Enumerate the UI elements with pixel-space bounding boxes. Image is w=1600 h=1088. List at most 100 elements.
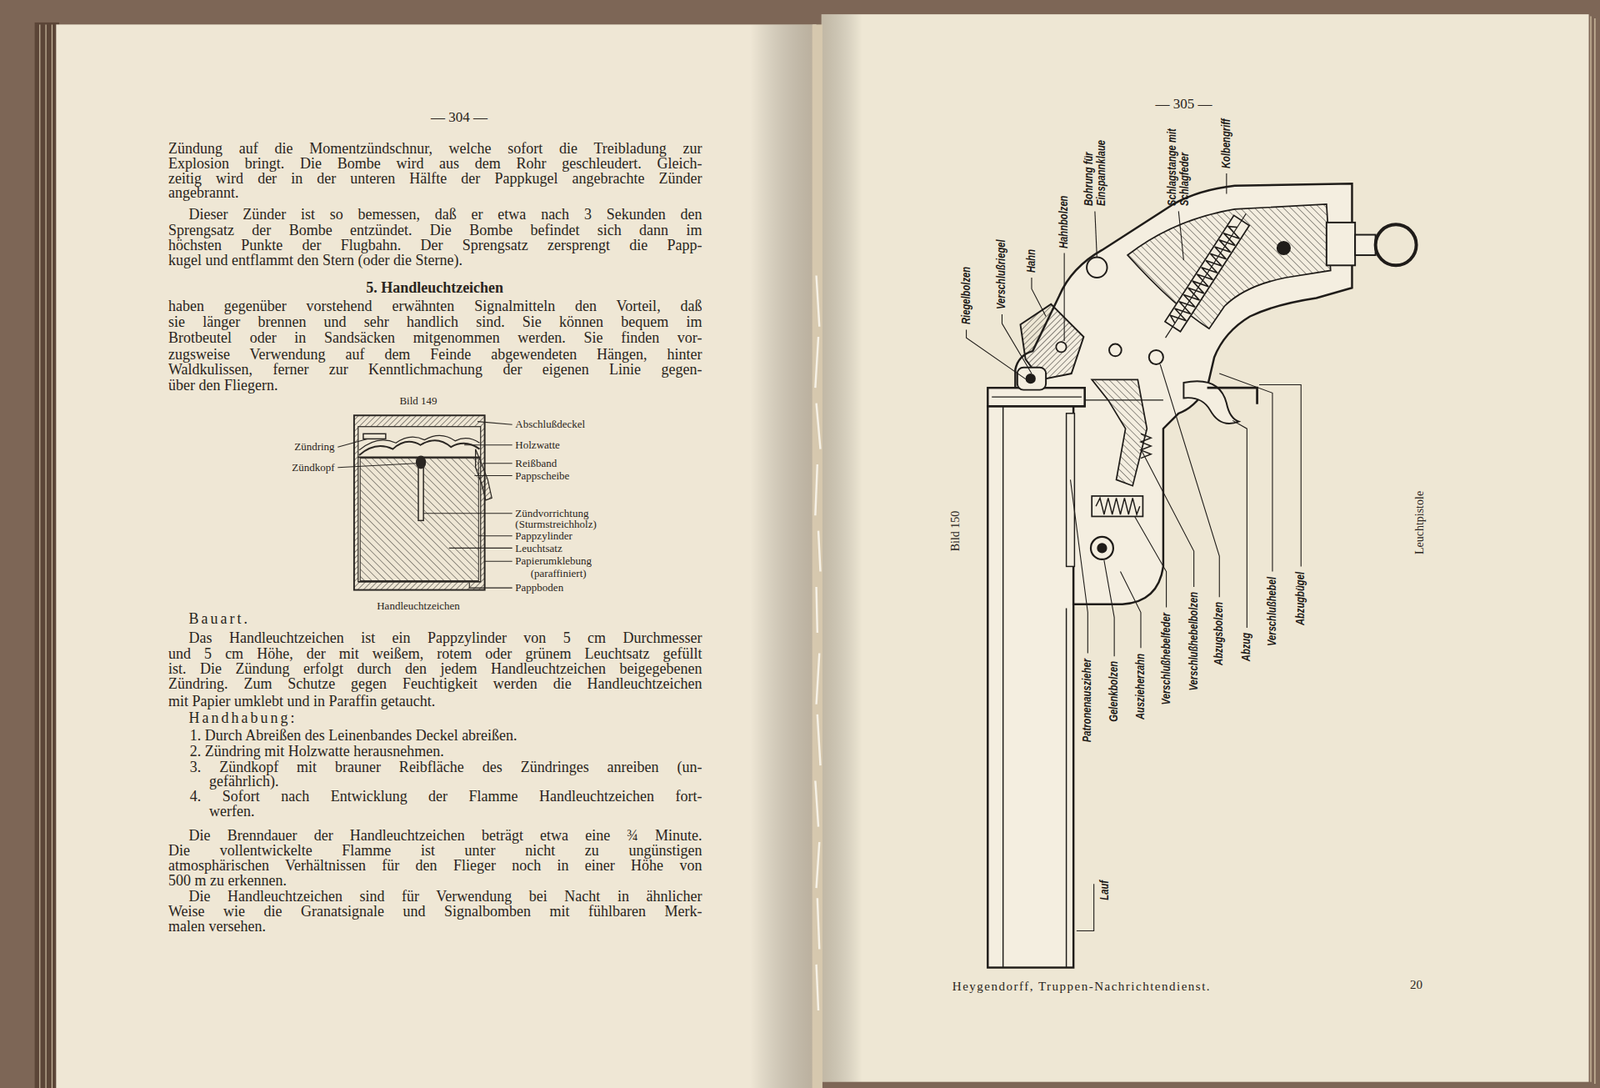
match-stick [418,460,424,520]
trigger-pin [1149,350,1164,365]
leader-line [423,512,513,514]
mainspring [1157,208,1254,343]
right-page [821,14,1590,1082]
body-line: Explosion bringt. Die Bombe wird aus dem… [168,154,702,173]
body-line: Das Handleuchtzeichen ist ein Pappzylind… [189,628,703,647]
list-item: 2. Zündring mit Holzwatte herausnehmen. [190,741,703,760]
leader-line [1135,515,1167,607]
subheading: Bauart. [189,610,250,628]
leader-line [449,547,513,549]
leader-line [1259,385,1301,567]
part-label: Pappscheibe [515,469,570,482]
figure-caption: Handleuchtzeichen [376,600,460,613]
sheet-number: 20 [1410,977,1423,992]
body-line: Waldkulissen, ferner zur Kenntlichmachun… [168,360,702,379]
section-heading: 5. Handleuchtzeichen [365,279,504,297]
leader-line [1178,210,1184,260]
leader-line [966,329,1027,380]
page-number: — 304 — [430,109,488,126]
body-line: Zündring. Zum Schutze gegen Feuchtigkeit… [168,674,702,693]
lanyard-swivel [1355,235,1375,255]
hinge-pin [1098,544,1107,553]
page-number: — 305 — [1155,95,1212,113]
part-label: Abzugbügel [1295,571,1308,625]
flare-pistol [987,183,1416,967]
part-label: Verschlußhebelbolzen [1187,591,1200,690]
leader-line [1001,314,1032,374]
breech-lever [1091,379,1147,485]
leader-line [1219,373,1273,571]
body-line: Brotbeutel oder in Sandsäcken mitgenomme… [168,328,702,347]
body-line: Dieser Zünder ist so bemessen, daß er et… [189,205,703,224]
part-label: Reißband [515,456,557,470]
part-label: Papierumklebung [515,555,592,568]
gutter-shadow [750,24,814,1088]
body-line: sie länger brennen und sehr handlich sin… [168,312,702,331]
body-line: höchsten Punkte der Flugbahn. Der Spreng… [168,235,702,255]
cylinder-wall [354,415,485,590]
igniter-ring [363,433,386,439]
trigger-guard [1207,387,1258,405]
barrel-bore [1002,405,1004,967]
part-label: Riegelbolzen [960,266,973,325]
subheading: Handhabung: [189,708,298,726]
leader-line [1064,253,1065,341]
part-label: Patronenauszieher [1081,658,1095,742]
firing-rod [1165,213,1247,338]
leader-line [469,582,512,588]
leader-lines [337,421,512,589]
cylinder-inside [358,426,481,582]
page-edges [40,24,53,1088]
leader-line [1104,560,1115,656]
hinge-pin [1090,536,1114,560]
body-line: und 5 cm Höhe, der mit weißem, rotem ode… [168,644,702,663]
leader-line [464,444,513,445]
body-line: über den Fliegern. [168,375,702,395]
spring-housing [1091,495,1143,516]
list-item: 4. Sofort nach Entwicklung der Flamme Ha… [190,786,703,805]
part-label: Zündkopf [291,460,335,474]
leader-line [485,560,513,562]
part-label: Hahn [1025,249,1038,273]
part-label: Verschlußhebel [1265,576,1279,646]
part-label: Verschlußhebelfeder [1160,612,1173,705]
page-stack [35,22,60,1088]
leader-line [474,475,512,476]
part-label: Zündring [294,440,335,454]
hammer-pin [1055,341,1066,352]
part-label: Abzug [1240,632,1254,661]
leader-line [482,462,513,464]
leader-line [1120,571,1140,649]
barrel [987,405,1074,967]
part-label: Pappzylinder [515,529,573,542]
latch-pin [1026,374,1035,383]
body-line: Die Brenndauer der Handleuchtzeichen bet… [189,825,703,845]
body-line: zugsweise Verwendung auf dem Feinde abge… [168,345,702,364]
list-item: gefährlich). [209,771,702,790]
body-line: Die Handleuchtzeichen sind für Verwendun… [189,886,703,905]
extractor [1066,413,1075,567]
barrel-bore [1065,608,1067,968]
part-label: Pappboden [515,581,564,595]
footer: Heygendorff, Truppen-Nachrichtendienst. [952,979,1211,994]
body-line: Die vollentwickelte Flamme ist unter nic… [168,840,702,860]
match-head [416,455,426,469]
body-line: angebrannt. [168,183,702,202]
leader-line [337,438,368,447]
wood-wool [359,440,480,455]
binding [812,24,823,1088]
leader-line [337,463,416,468]
body-line: Sprengsatz der Bombe entzündet. Die Bomb… [168,220,702,240]
flare-composition [360,458,479,581]
part-label: Bohrung für Einspannklaue [1081,125,1108,206]
lever-pin [1109,344,1122,357]
leader-line [1160,364,1220,597]
lanyard-ring [1375,224,1417,265]
part-label: Auszieherzahn [1134,653,1147,720]
body-line: 500 m zu erkennen. [168,870,702,890]
mounting-hole [1086,256,1107,277]
part-label: (paraffiniert) [530,567,587,580]
body-line: ist. Die Zündung erfolgt durch den jedem… [168,659,702,678]
